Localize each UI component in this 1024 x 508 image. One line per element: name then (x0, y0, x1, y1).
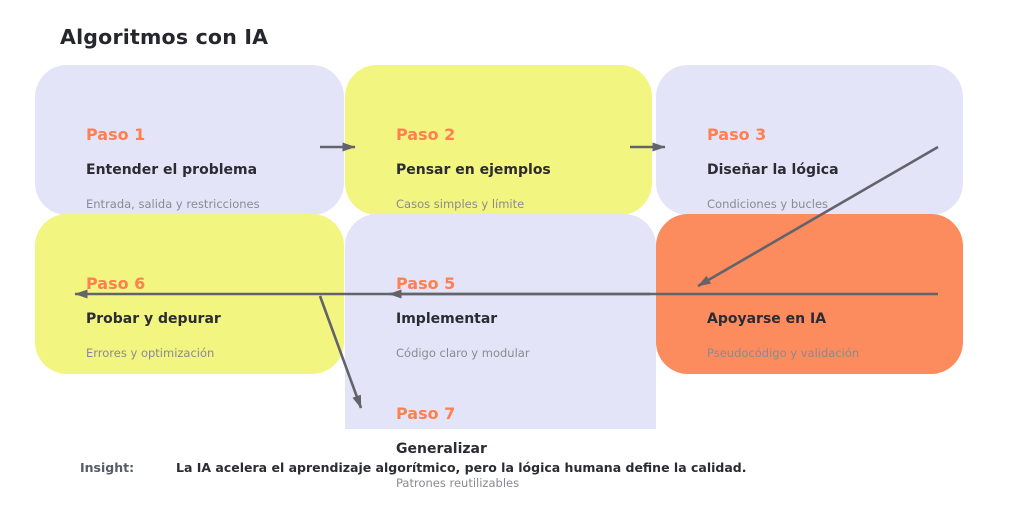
card-title: Entender el problema (86, 162, 258, 178)
page-title: Algoritmos con IA (60, 25, 269, 49)
card-paso-2: Paso 2 Pensar en ejemplos Casos simples … (345, 65, 652, 215)
card-subtitle: Código claro y modular (396, 346, 530, 360)
step-label: Paso 7 (396, 404, 456, 423)
card-paso-5: Paso 5 Implementar Código claro y modula… (345, 214, 656, 429)
card-subtitle: Entrada, salida y restricciones (86, 197, 260, 211)
card-subtitle: Condiciones y bucles (707, 197, 829, 211)
card-subtitle: Casos simples y límite (396, 197, 525, 211)
card-title: Pensar en ejemplos (396, 162, 551, 178)
insight-text: La IA acelera el aprendizaje algorítmico… (176, 460, 747, 475)
card-paso-3: Paso 3 Diseñar la lógica Condiciones y b… (656, 65, 963, 215)
card-title: Diseñar la lógica (707, 162, 839, 178)
card-subtitle: Errores y optimización (86, 346, 215, 360)
step-label: Paso 5 (396, 274, 456, 293)
step-label: Paso 2 (396, 125, 456, 144)
card-subtitle: Patrones reutilizables (396, 476, 520, 490)
card-title: Apoyarse en IA (707, 311, 827, 327)
card-paso-1: Paso 1 Entender el problema Entrada, sal… (35, 65, 344, 215)
card-paso-6: Paso 6 Probar y depurar Errores y optimi… (35, 214, 344, 374)
card-title: Generalizar (396, 441, 487, 457)
card-title: Implementar (396, 311, 498, 327)
card-paso-7: Paso 7 Generalizar Patrones reutilizable… (345, 344, 654, 494)
card-apoyarse-en-ia: Apoyarse en IA Pseudocódigo y validación (656, 214, 963, 374)
card-title: Probar y depurar (86, 311, 221, 327)
step-label: Paso 1 (86, 125, 146, 144)
step-label: Paso 3 (707, 125, 767, 144)
step-label: Paso 6 (86, 274, 146, 293)
insight-label: Insight: (80, 460, 135, 475)
card-subtitle: Pseudocódigo y validación (707, 346, 860, 360)
